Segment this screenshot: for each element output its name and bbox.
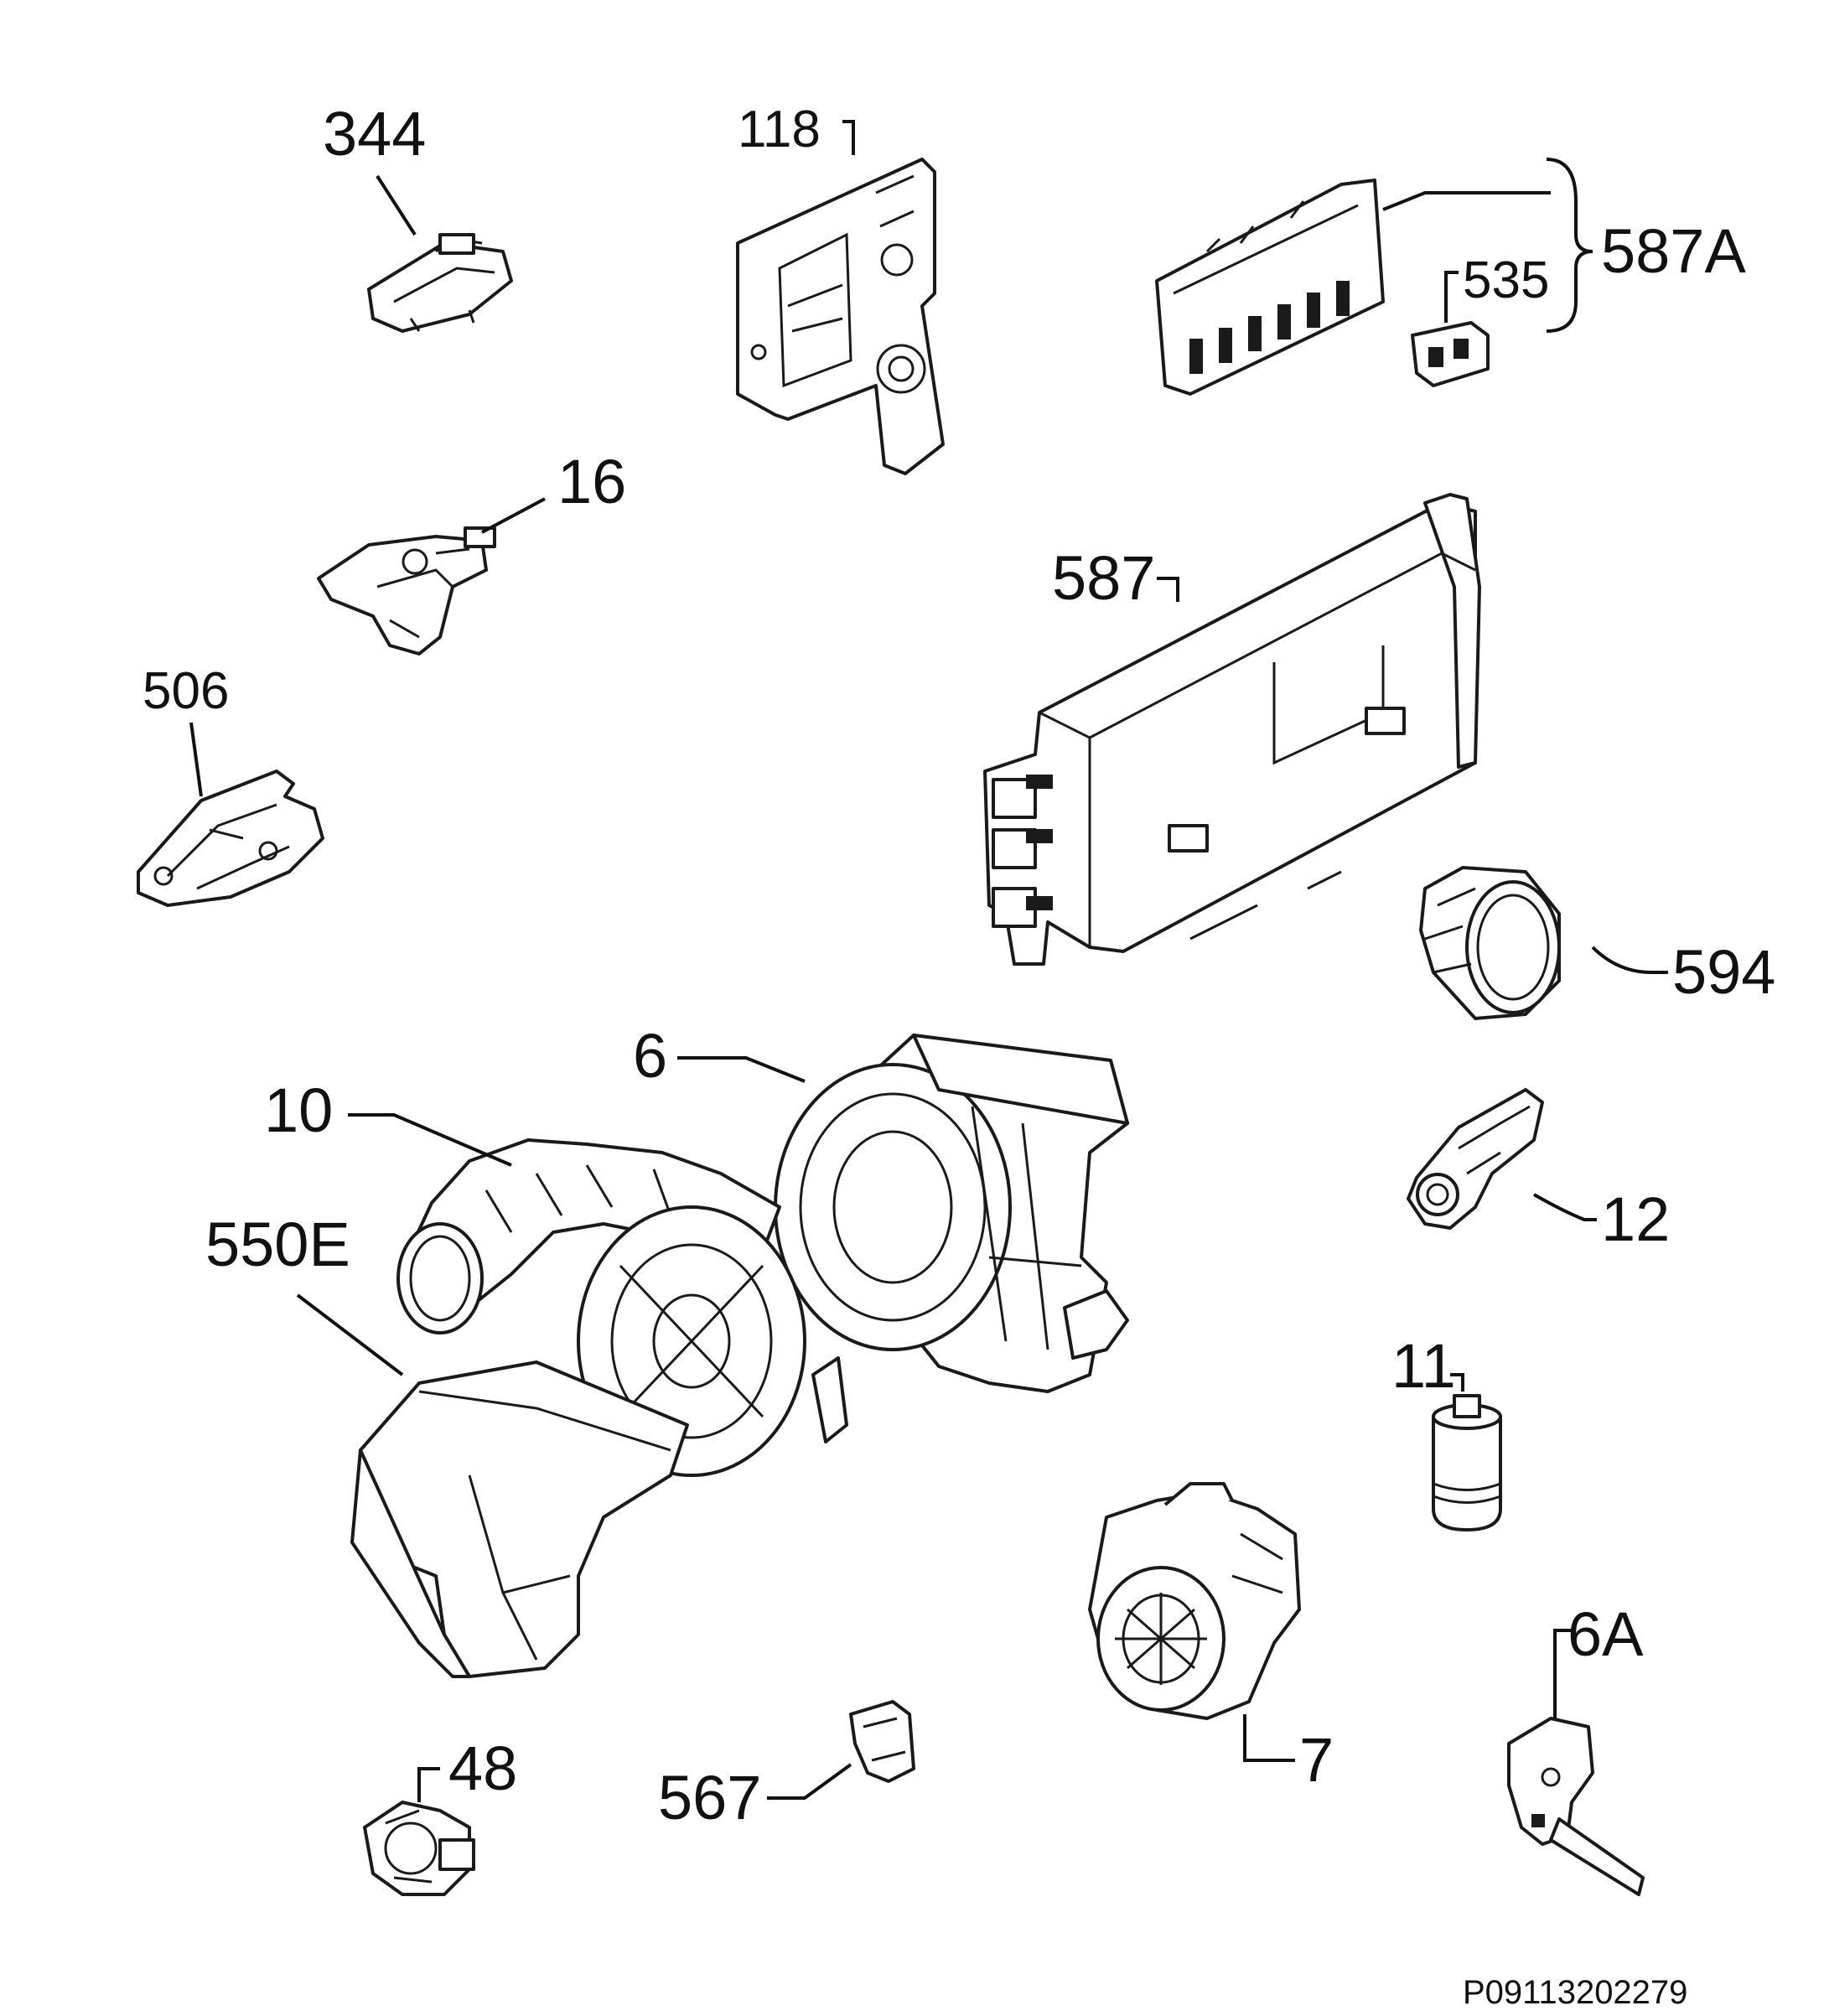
part-11-capacitor [1432,1394,1502,1531]
part-48-sensor [363,1801,475,1896]
leader-16 [481,497,546,534]
label-535: 535 [1463,251,1549,309]
label-7: 6A [1568,1599,1644,1669]
leader-6A [1243,1714,1295,1762]
leader-6 [677,1056,806,1083]
label-10: 10 [264,1075,333,1145]
part-594-round-knob [1419,866,1561,1020]
leader-7 [1553,1629,1576,1718]
leader-587 [1157,577,1179,602]
label-6A: 7 [1299,1725,1334,1795]
leader-12 [1533,1193,1597,1221]
label-550E: 550E [205,1210,350,1279]
leader-535 [1444,271,1459,323]
leader-587A [1382,191,1551,211]
label-506: 506 [142,662,229,720]
label-567: 567 [658,1763,761,1832]
part-506-bracket [137,770,324,907]
label-12: 12 [1601,1184,1670,1254]
part-567-clip [849,1700,915,1783]
label-594: 594 [1672,937,1775,1007]
leader-506 [189,722,203,797]
part-587-control-board [983,493,1481,966]
leader-594 [1591,946,1668,974]
leader-118 [842,120,855,155]
label-6: 6 [633,1021,667,1091]
part-344-switch-bracket [367,233,513,333]
leader-344 [376,174,417,236]
label-118: 118 [738,101,821,158]
reference-code: P09113202279 [1463,1974,1687,2011]
label-344: 344 [323,99,426,168]
part-535-connector [1411,321,1490,387]
leader-550E [296,1293,404,1376]
leader-10 [348,1113,512,1167]
part-12-sensor [1407,1088,1544,1230]
leader-567 [767,1763,852,1800]
label-16: 16 [557,447,626,516]
label-587A: 587A [1601,216,1746,286]
leader-48 [417,1767,440,1802]
part-10-hose-pipe [396,1138,781,1334]
brace-587A [1546,158,1593,333]
leader-11 [1450,1373,1464,1392]
part-550E-fan-housing [350,1205,848,1678]
part-7-lever-switch [1507,1717,1645,1896]
label-11: 11 [1391,1331,1456,1401]
part-6A-drain-pump [1088,1482,1301,1720]
part-587A-display-module [1155,179,1385,396]
part-118-control-panel [736,158,945,475]
part-6-circulation-pump [774,1034,1129,1393]
label-587: 587 [1052,543,1155,613]
label-48: 48 [448,1734,517,1803]
part-16-door-latch [317,526,496,656]
